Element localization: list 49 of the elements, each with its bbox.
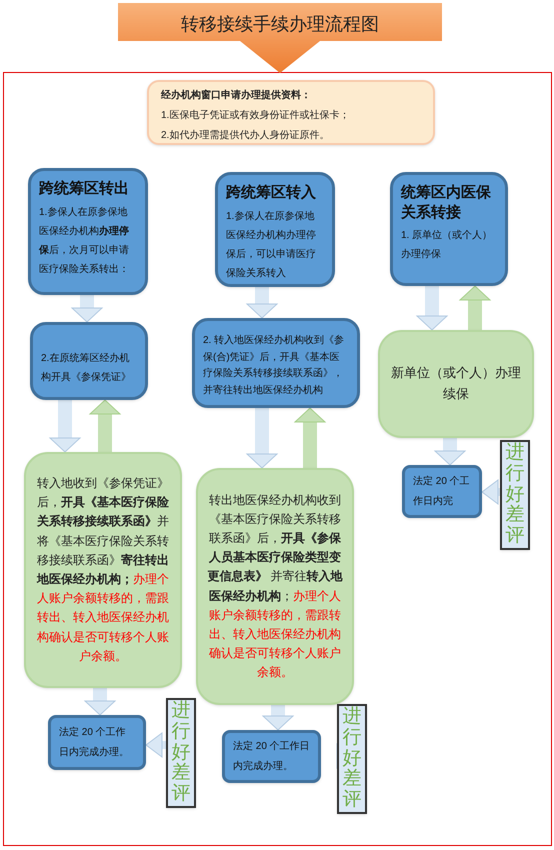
box-text: 新单位（或个人）办理续保 (390, 364, 522, 403)
process-box (30, 322, 148, 400)
block-arrow (246, 408, 278, 468)
process-box (390, 172, 508, 286)
block-arrow (460, 286, 490, 330)
title: 转移接续手续办理流程图 (180, 13, 380, 37)
callout-box (337, 704, 367, 814)
block-arrow (246, 287, 278, 318)
process-box (192, 318, 360, 408)
box-heading: 跨统筹区转入 (226, 183, 317, 202)
block-arrow (50, 400, 80, 452)
box-text: 法定 20 个工作日内完成办理。 (59, 726, 130, 760)
box-text: 2.在原统筹区经办机构开具《参保凭证》 (41, 352, 132, 385)
box-text: 转入地收到《参保凭证》后，开具《基本医疗保险关系转移接续联系函》并将《基本医疗保险关系转移接续联系函》寄往转出地医保经办机构；办理个人账户余额转移的，需跟转出、转入地医保经办机构确认是否可转移个人账户余额。 (36, 475, 170, 665)
box-text: 法定 20 个工作日内完 (413, 474, 471, 508)
box-text: 1. 原单位（或个人）办理停保 (401, 228, 494, 262)
heading: 经办机构窗口申请办理提供资料： (161, 88, 312, 103)
process-box (222, 730, 321, 783)
callout-box (166, 698, 196, 808)
list-item: 2.如代办理需提供代办人身份证原件。 (161, 128, 330, 143)
block-arrow (434, 438, 466, 466)
block-arrow (146, 732, 166, 758)
box-heading: 统筹区内医保关系转接 (401, 183, 492, 222)
process-box (378, 330, 534, 438)
box-text: 1.参保人在原参保地医保经办机构办理停保后，次月可以申请医疗保险关系转出： (39, 206, 130, 276)
box-heading: 跨统筹区转出 (39, 179, 130, 198)
vertical-text: 进行好差评 (506, 442, 524, 548)
box-text: 1.参保人在原参保地医保经办机构办理停保后，可以申请医疗保险关系转入 (226, 210, 317, 280)
process-box (48, 715, 146, 770)
block-arrow (262, 705, 294, 730)
list-item: 1.医保电子凭证或有效身份证件或社保卡； (161, 108, 350, 123)
info-box (147, 80, 435, 145)
callout-box (500, 440, 530, 550)
block-arrow (72, 295, 102, 322)
block-arrow (482, 480, 500, 504)
process-box (215, 172, 335, 287)
process-box (24, 452, 182, 688)
process-box (196, 468, 354, 705)
box-text: 法定 20 个工作日内完成办理。 (233, 740, 310, 774)
box-text: 转出地医保经办机构收到《基本医疗保险关系转移联系函》后，开具《参保人员基本医疗保险类型变更信息表》 并寄往转入地医保经办机构；办理个人账户余额转移的，需跟转出、转入地医保经办机构确认是否可转移个人账户余额。 (206, 492, 344, 682)
block-arrow (90, 400, 120, 452)
block-arrow (294, 408, 326, 468)
block-arrow (416, 286, 448, 330)
box-text: 2. 转入地医保经办机构收到《参保(合)凭证》后，开具《基本医疗保险关系转移接续联系函》，并寄往转出地医保经办机构 (203, 334, 346, 398)
vertical-text: 进行好差评 (172, 700, 190, 806)
vertical-text: 进行好差评 (342, 706, 362, 812)
process-box (28, 168, 148, 295)
block-arrow (84, 688, 116, 716)
process-box (402, 465, 482, 518)
